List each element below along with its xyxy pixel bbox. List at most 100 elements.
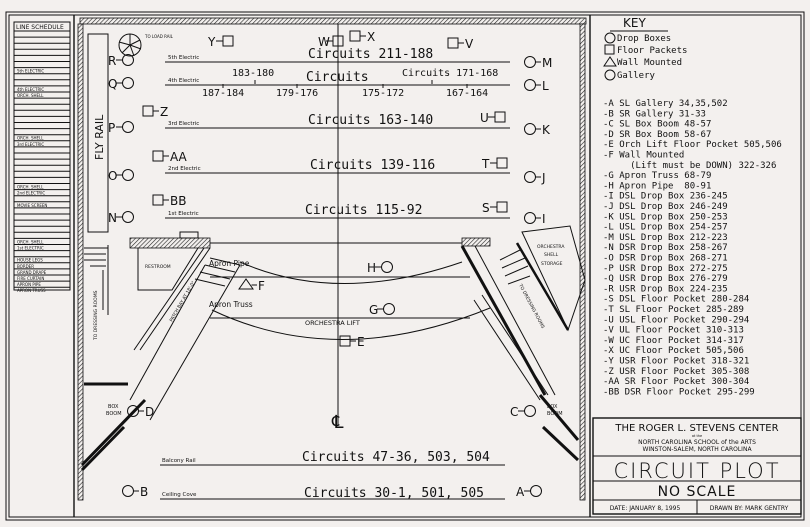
drop-box-icon (524, 212, 536, 224)
orchestra-lift-label: ORCHESTRA LIFT (305, 319, 360, 327)
drawn-by: DRAWN BY: MARK GENTRY (710, 505, 789, 512)
drop-box-icon (122, 211, 134, 223)
key-entry: -F Wall Mounted (603, 151, 684, 161)
legend-drop-boxes: Drop Boxes (604, 32, 671, 44)
key-entry: -G Apron Truss 68-79 (603, 171, 711, 181)
marker-d[interactable]: D (127, 405, 155, 419)
marker-label: P (108, 121, 115, 135)
circuit-label: 187-184 (202, 88, 244, 99)
marker-label: BB (170, 194, 186, 208)
drop-box-icon (530, 485, 542, 497)
drop-box-icon (122, 77, 134, 89)
marker-h[interactable]: H (367, 261, 393, 275)
circuit-label: 183-180 (232, 68, 274, 79)
marker-label: Z (160, 105, 168, 119)
marker-i[interactable]: I (524, 212, 546, 226)
spiral-stair-icon (118, 33, 142, 57)
marker-m[interactable]: M (524, 56, 553, 70)
key-entry: -R USR Drop Box 224-235 (603, 284, 728, 294)
marker-k[interactable]: K (524, 123, 552, 137)
marker-p[interactable]: P (108, 121, 134, 135)
circuit-label: 167-164 (446, 88, 488, 99)
key-entry: -Q USR Drop Box 276-279 (603, 274, 728, 284)
marker-label: S (482, 201, 490, 215)
apron-edge (239, 261, 463, 284)
marker-label: L (542, 79, 549, 93)
floor-pocket-icon (142, 105, 154, 117)
key-entry: -I DSL Drop Box 236-245 (603, 192, 728, 202)
electric-name: 4th Electric (168, 78, 199, 84)
marker-r[interactable]: R (108, 54, 134, 68)
legend-wall-mounted: Wall Mounted (603, 56, 682, 68)
marker-v[interactable]: V (447, 37, 474, 51)
marker-label: Q (108, 77, 117, 91)
marker-z[interactable]: Z (142, 105, 168, 119)
floor-pocket-icon (496, 201, 508, 213)
drop-box-icon (524, 56, 536, 68)
marker-y[interactable]: Y (207, 35, 234, 49)
key-entry: -Z USR Floor Pocket 305-308 (603, 367, 749, 377)
sheet-border-inner (8, 14, 802, 518)
marker-label: W (318, 35, 330, 49)
key-title: KEY (623, 16, 646, 30)
marker-label: B (140, 485, 148, 499)
key-entry: -C SL Box Boom 48-57 (603, 120, 711, 130)
floor-pocket-icon (496, 157, 508, 169)
legend-label: Drop Boxes (617, 34, 671, 44)
marker-aa[interactable]: AA (152, 150, 188, 164)
marker-a[interactable]: A (516, 485, 542, 499)
key-entry: -D SR Box Boom 58-67 (603, 130, 711, 140)
marker-j[interactable]: J (524, 171, 546, 185)
marker-label: J (541, 171, 546, 185)
key-entry: -K USL Drop Box 250-253 (603, 212, 728, 222)
marker-label: M (542, 56, 552, 70)
marker-w[interactable]: W (318, 35, 344, 49)
marker-g[interactable]: G (369, 303, 395, 317)
date: DATE: JANUARY 8, 1995 (610, 505, 681, 512)
title-block: THE ROGER L. STEVENS CENTER at the NORTH… (592, 417, 802, 515)
stage-left-wall (77, 23, 84, 501)
legend-floor-packets: Floor Packets (604, 44, 687, 56)
key-entry: -N DSR Drop Box 258-267 (603, 243, 728, 253)
key-entry: -W UC Floor Pocket 314-317 (603, 336, 744, 346)
marker-u[interactable]: U (480, 111, 506, 125)
marker-n[interactable]: N (108, 211, 134, 225)
floor-pocket-icon (339, 335, 351, 347)
marker-q[interactable]: Q (108, 77, 134, 91)
marker-s[interactable]: S (482, 201, 508, 215)
marker-f[interactable]: F (238, 278, 265, 293)
marker-b[interactable]: B (122, 485, 149, 499)
box-boom-label: BOX (108, 404, 119, 410)
upstage-wall (79, 17, 587, 25)
key-entry: -Y USR Floor Pocket 318-321 (603, 357, 749, 367)
legend-label: Wall Mounted (617, 58, 682, 68)
marker-label: G (369, 303, 378, 317)
marker-x[interactable]: X (349, 30, 375, 44)
key: KEY Drop Boxes Floor Packets Wall Mounte… (603, 16, 782, 397)
marker-label: T (481, 157, 490, 171)
marker-bb[interactable]: BB (152, 194, 186, 208)
marker-l[interactable]: L (524, 79, 550, 93)
marker-label: I (542, 212, 546, 226)
electric-circuits: Circuits 163-140 (308, 113, 433, 128)
restroom (137, 247, 199, 291)
marker-label: Y (207, 35, 216, 49)
circuit-label: 179-176 (276, 88, 318, 99)
box-boom-label: BOOM (106, 411, 122, 417)
circuit-label: Circuits 171-168 (402, 68, 498, 79)
floor-pocket-icon (152, 150, 164, 162)
drop-box-icon (524, 171, 536, 183)
marker-e[interactable]: E (339, 335, 365, 349)
key-entry: -A SL Gallery 34,35,502 (603, 99, 728, 109)
circle-icon (604, 69, 616, 81)
drop-box-icon (122, 121, 134, 133)
marker-o[interactable]: O (108, 169, 134, 183)
schedule-row-label: APRON TRUSS (17, 288, 46, 293)
apron-pipe-label: Apron Pipe (209, 259, 250, 268)
marker-c[interactable]: C (510, 405, 536, 419)
floor-pocket-icon (494, 111, 506, 123)
marker-t[interactable]: T (481, 157, 508, 171)
